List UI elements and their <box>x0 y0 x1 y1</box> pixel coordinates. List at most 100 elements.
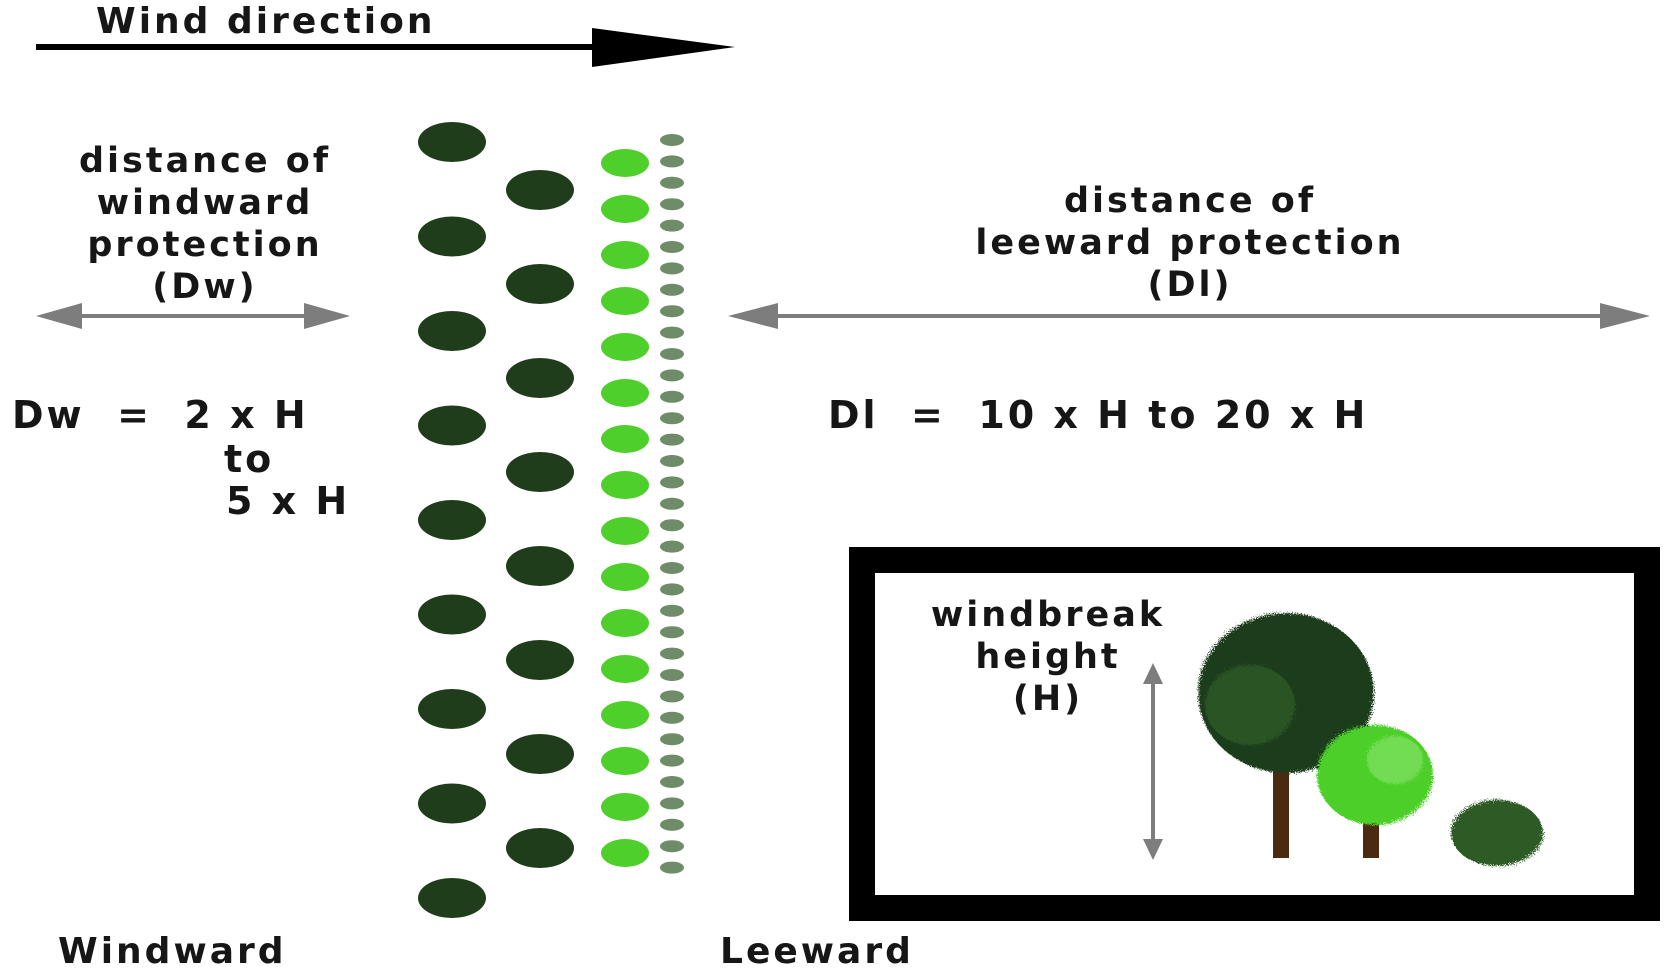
dark-tree-icon <box>418 783 486 824</box>
leeward-heading-line-3: (Dl) <box>1147 265 1233 305</box>
dark-tree-icon <box>418 311 486 351</box>
windward-heading-line-2: windward <box>96 183 314 223</box>
windward-heading-line-3: protection <box>87 225 323 265</box>
dark-tree-icon <box>418 689 486 729</box>
dark-tree-icon <box>506 170 574 210</box>
light-tree-icon <box>601 379 649 407</box>
dark-tree-icon <box>418 405 486 446</box>
windbreak-dark-tree-row-outer <box>418 122 486 918</box>
medium-tree-icon <box>1317 725 1433 858</box>
dark-tree-icon <box>506 264 574 304</box>
shrub-dot-icon <box>660 262 684 275</box>
shrub-dot-icon <box>660 840 684 853</box>
light-tree-icon <box>601 517 649 545</box>
light-tree-icon <box>601 609 649 637</box>
height-label-line-3: (H) <box>1012 679 1084 719</box>
shrub-dot-icon <box>660 519 684 532</box>
shrub-dot-icon <box>660 647 684 660</box>
dark-tree-icon <box>418 594 486 635</box>
light-tree-icon <box>601 333 649 361</box>
dark-tree-icon <box>418 878 486 918</box>
shrub-dot-icon <box>660 305 684 318</box>
light-tree-icon <box>601 701 649 729</box>
windward-heading-line-1: distance of <box>78 141 332 181</box>
shrub-dot-icon <box>660 198 684 211</box>
leeward-heading-line-1: distance of <box>1063 181 1317 221</box>
dark-tree-icon <box>418 122 486 162</box>
shrub-dot-icon <box>660 155 684 168</box>
tall-tree-icon <box>1198 613 1374 858</box>
shrub-dot-icon <box>660 476 684 489</box>
dark-tree-icon <box>418 500 486 540</box>
light-tree-icon <box>601 563 649 591</box>
light-tree-icon <box>601 241 649 269</box>
shrub-dot-icon <box>660 241 684 253</box>
windward-formula-line-2: to <box>224 437 275 481</box>
dark-tree-icon <box>506 452 574 492</box>
light-tree-icon <box>601 149 649 177</box>
light-tree-icon <box>601 195 649 223</box>
shrub-dot-icon <box>660 776 684 788</box>
shrub-dot-icon <box>660 562 684 574</box>
shrub-dot-icon <box>660 283 684 296</box>
shrub-dot-icon <box>660 433 684 446</box>
dark-tree-icon <box>506 358 574 398</box>
dark-tree-icon <box>506 734 574 774</box>
dark-tree-icon <box>506 640 574 680</box>
shrub-dot-icon <box>660 540 684 553</box>
dark-tree-icon <box>506 546 574 586</box>
wind-direction-label: Wind direction <box>96 1 436 42</box>
shrub-dot-icon <box>660 412 684 425</box>
light-tree-icon <box>601 471 649 499</box>
shrub-dot-icon <box>660 369 684 382</box>
shrub-dot-icon <box>660 390 684 403</box>
shrub-dot-icon <box>660 669 684 681</box>
shrub-dot-icon <box>660 754 684 767</box>
leeward-side-label: Leeward <box>720 931 914 972</box>
shrub-dot-icon <box>660 626 684 639</box>
shrub-dot-icon <box>660 497 684 510</box>
shrub-dot-icon <box>660 134 684 146</box>
windbreak-dark-tree-row-inner <box>506 170 574 868</box>
shrub-dot-icon <box>660 711 684 724</box>
windbreak-light-tree-row <box>601 149 649 867</box>
shrub-dot-icon <box>660 690 684 703</box>
wind-direction-arrow <box>36 28 735 67</box>
shrub-dot-icon <box>660 348 684 360</box>
light-tree-icon <box>601 747 649 775</box>
shrub-dot-icon <box>660 818 684 831</box>
windward-heading-line-4: (Dw) <box>152 267 258 307</box>
windward-protection-heading: distance of windward protection (Dw) <box>20 140 390 308</box>
shrub-dot-icon <box>660 455 684 467</box>
shrub-dot-icon <box>660 733 684 746</box>
light-tree-icon <box>601 655 649 683</box>
leeward-formula: Dl = 10 x H to 20 x H <box>828 393 1369 437</box>
shrub-dot-icon <box>660 861 684 874</box>
light-tree-icon <box>601 287 649 315</box>
light-tree-icon <box>601 793 649 821</box>
light-tree-icon <box>601 425 649 453</box>
shrub-dot-icon <box>660 583 684 596</box>
windward-formula-line-1: Dw = 2 x H <box>12 393 309 437</box>
shrub-dot-icon <box>660 326 684 339</box>
shrub-dot-icon <box>660 604 684 617</box>
shrub-dot-icon <box>660 176 684 189</box>
windbreak-height-label: windbreak height (H) <box>888 594 1208 720</box>
windward-side-label: Windward <box>58 931 287 972</box>
dark-tree-icon <box>418 216 486 257</box>
leeward-distance-arrow <box>728 303 1650 329</box>
windward-formula-line-3: 5 x H <box>226 479 351 523</box>
height-arrow <box>1143 663 1163 860</box>
shrub-dot-icon <box>660 219 684 232</box>
dark-tree-icon <box>506 828 574 868</box>
height-label-line-2: height <box>975 637 1121 677</box>
windbreak-shrub-row <box>660 134 684 874</box>
light-tree-icon <box>601 839 649 867</box>
leeward-heading-line-2: leeward protection <box>975 223 1405 263</box>
leeward-protection-heading: distance of leeward protection (Dl) <box>880 180 1500 306</box>
height-label-line-1: windbreak <box>930 595 1166 635</box>
shrub-dot-icon <box>660 797 684 810</box>
windward-distance-arrow <box>36 303 350 329</box>
